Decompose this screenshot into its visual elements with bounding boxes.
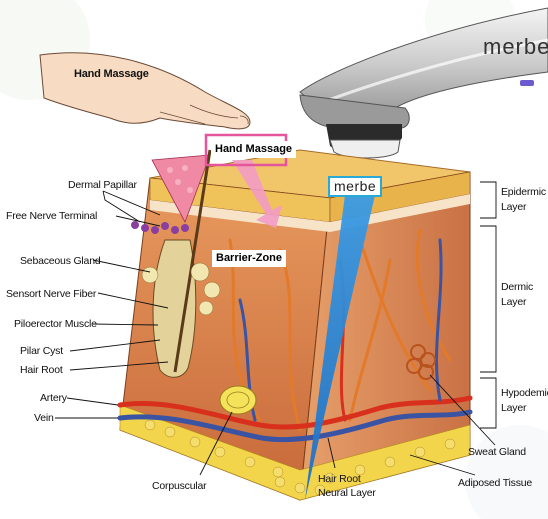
label-piloerector-muscle: Piloerector Muscle — [14, 318, 97, 330]
label-corpuscular: Corpuscular — [152, 480, 206, 492]
label-dermic: Dermic — [501, 281, 533, 293]
label-hypodermic-layer: Layer — [501, 402, 526, 414]
label-hair-root-bottom: Hair Root — [318, 473, 361, 485]
label-hair-root: Hair Root — [20, 364, 63, 376]
barrier-zone-callout: Barrier-Zone — [212, 250, 286, 267]
device-brand-label: merbe — [483, 34, 548, 60]
label-adiposed-tissue: Adiposed Tissue — [458, 477, 532, 489]
label-epidermic: Epidermic — [501, 186, 546, 198]
corpuscle — [220, 386, 256, 414]
hair-follicle — [153, 240, 196, 377]
label-neural-layer: Neural Layer — [318, 487, 376, 499]
label-artery: Artery — [40, 392, 67, 404]
label-sensort-nerve-fiber: Sensort Nerve Fiber — [6, 288, 96, 300]
label-epidermic-layer: Layer — [501, 201, 526, 213]
label-dermal-papillar: Dermal Papillar — [68, 179, 137, 191]
hand-massage-callout: Hand Massage — [211, 141, 296, 158]
label-sweat-gland: Sweat Gland — [468, 446, 526, 458]
merbe-tag: merbe — [328, 176, 382, 197]
label-dermic-layer: Layer — [501, 296, 526, 308]
merbe-device — [300, 8, 548, 158]
label-sebaceous-gland: Sebaceous Gland — [20, 255, 100, 267]
label-hypodermic: Hypodemic — [501, 387, 548, 399]
label-free-nerve-terminal: Free Nerve Terminal — [6, 210, 97, 222]
label-vein: Vein — [34, 412, 54, 424]
hand-massage-title: Hand Massage — [74, 68, 149, 80]
label-pilar-cyst: Pilar Cyst — [20, 345, 63, 357]
layer-brackets — [480, 182, 496, 428]
hand-illustration — [40, 53, 250, 129]
